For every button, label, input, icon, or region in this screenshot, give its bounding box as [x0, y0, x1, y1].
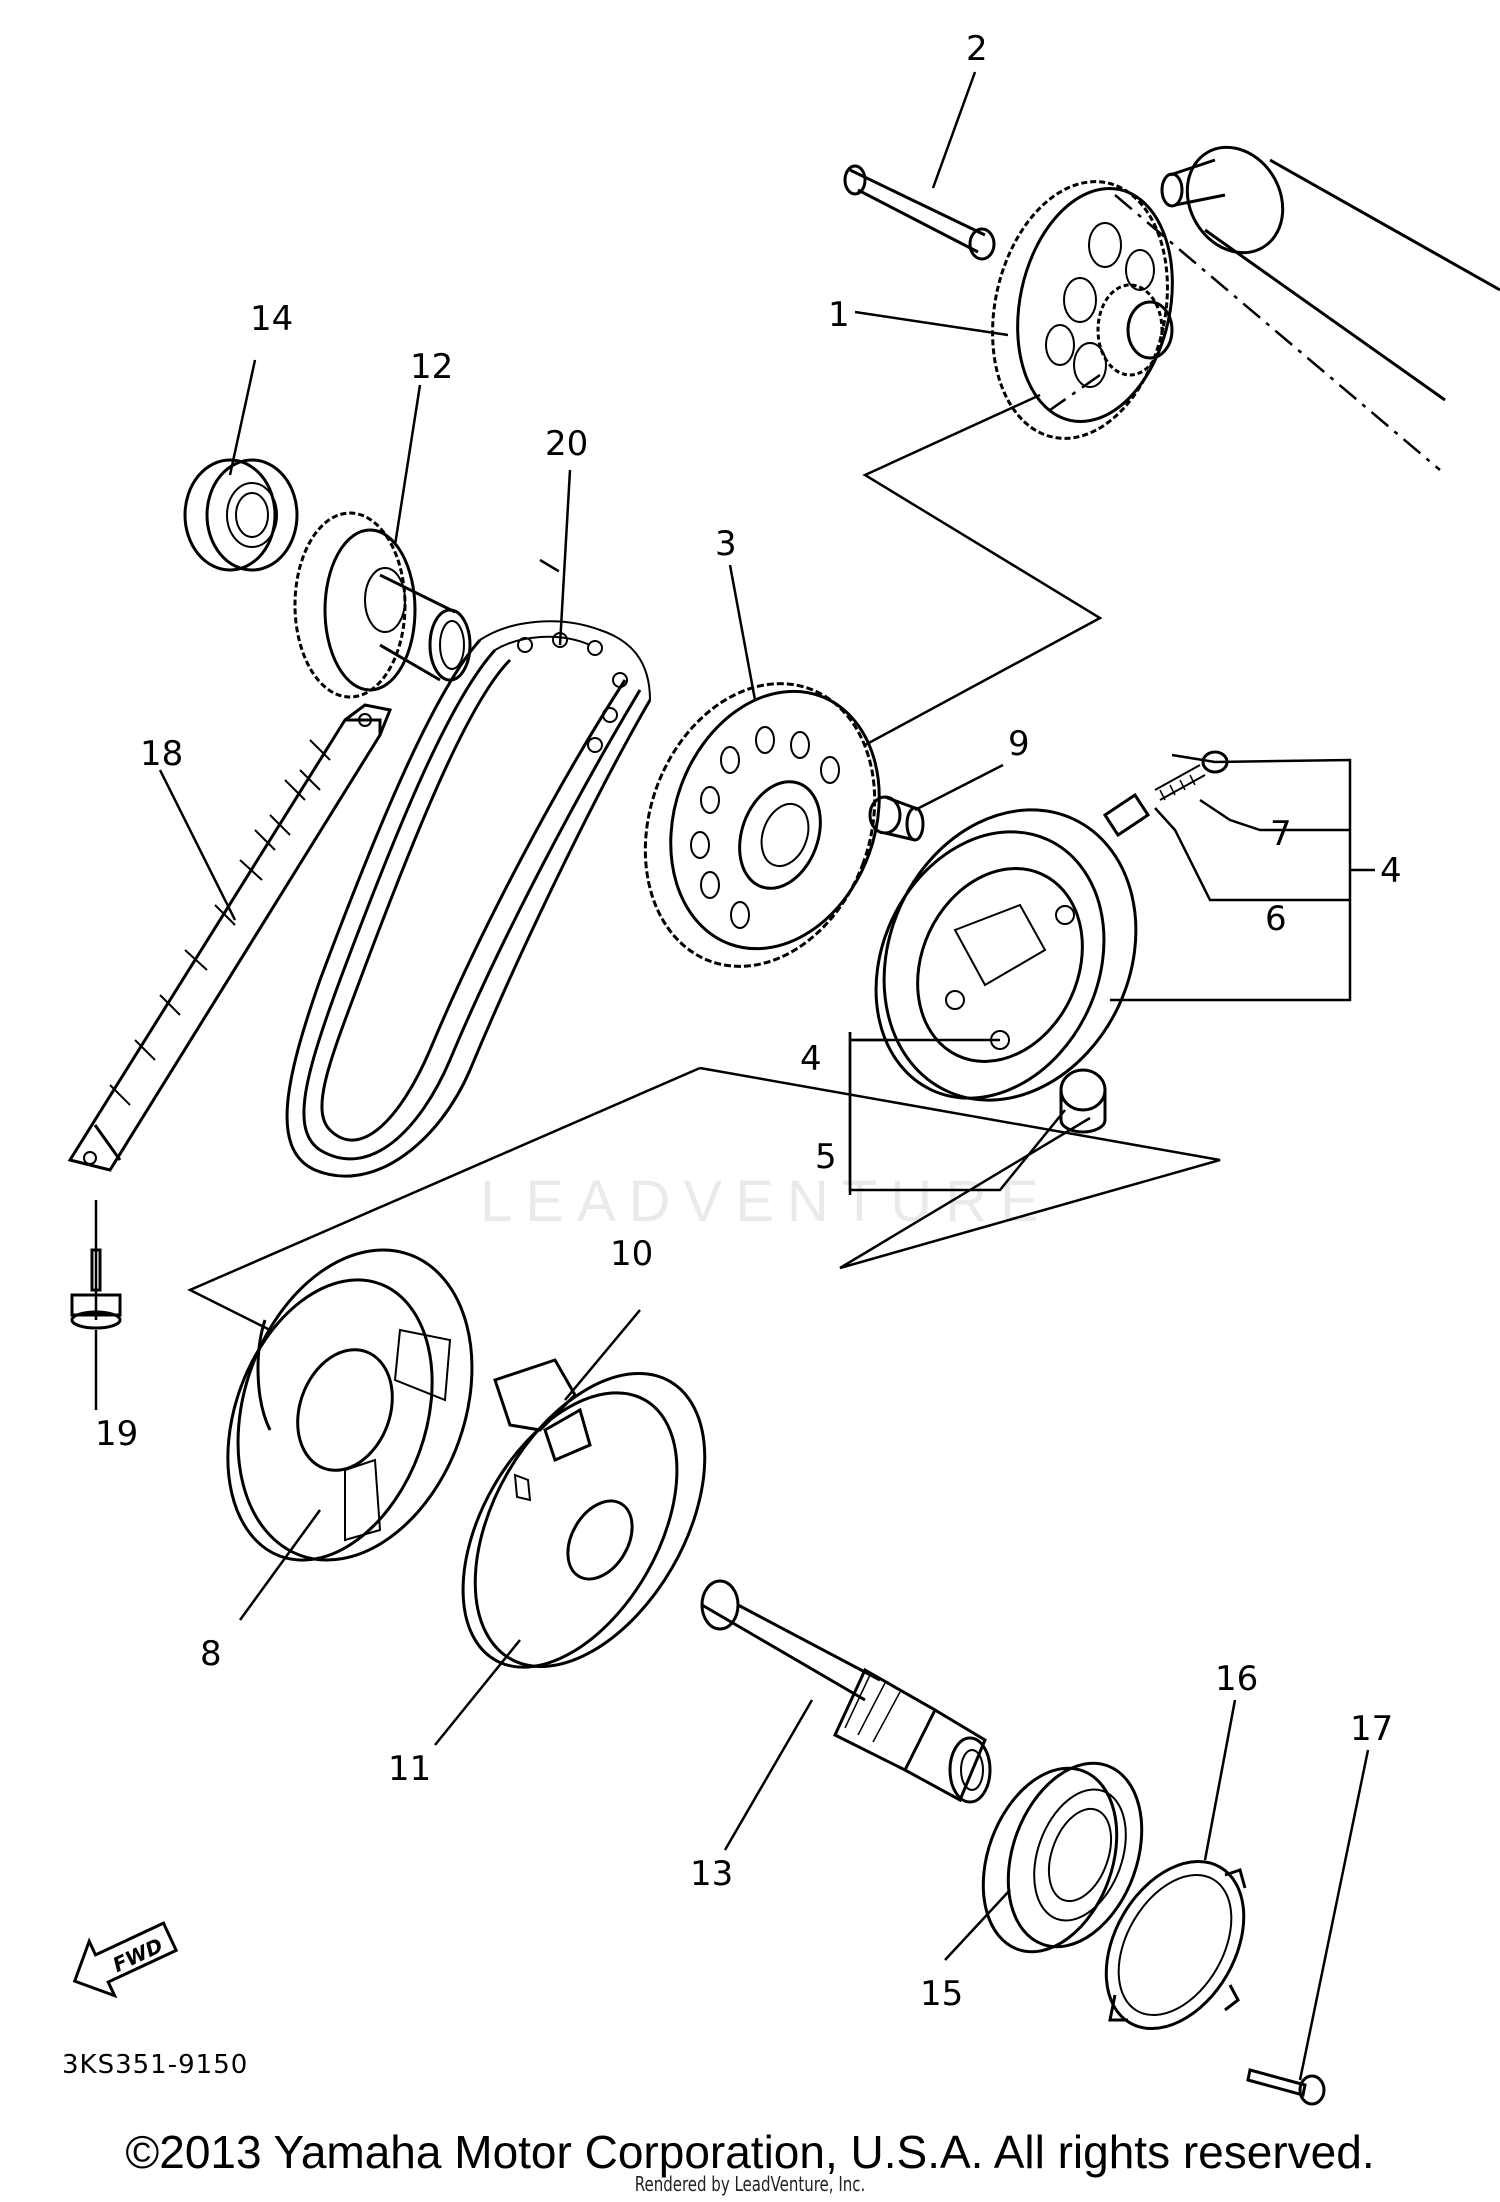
- callout-11: 11: [388, 1749, 431, 1789]
- callout-9: 9: [1008, 724, 1030, 764]
- part-1-starter-idle-gear: [991, 180, 1174, 440]
- part-11-plate: [461, 1372, 707, 1669]
- part-10-cam: [493, 1358, 592, 1463]
- callout-3: 3: [715, 524, 737, 564]
- callout-10: 10: [610, 1234, 653, 1274]
- callout-18: 18: [140, 734, 183, 774]
- callout-labels: 1 2 3 4 4 5 6 7 8 9 10 11 12 13 14 15 16…: [95, 29, 1402, 2014]
- callout-6: 6: [1265, 899, 1287, 939]
- callout-1: 1: [828, 295, 850, 335]
- part-8-clutch-housing: [226, 1248, 474, 1562]
- callout-8: 8: [200, 1634, 222, 1674]
- part-13-shaft: [700, 1579, 992, 1804]
- callout-17: 17: [1350, 1709, 1393, 1749]
- callout-20: 20: [545, 424, 588, 464]
- callout-4-clutch: 4: [800, 1039, 822, 1079]
- callout-4-group: 4: [1380, 851, 1402, 891]
- part-20-starter-chain: [285, 620, 652, 1178]
- part-2-shaft-pin: [843, 164, 996, 261]
- part-9-pin: [868, 795, 925, 842]
- callout-2: 2: [966, 29, 988, 69]
- part-4-starter-clutch: [874, 808, 1138, 1102]
- part-16-plate: [1104, 1859, 1247, 2031]
- part-3-starter-wheel-gear: [643, 682, 881, 968]
- leader-lines: [94, 71, 1375, 2081]
- fwd-arrow-icon: FWD: [72, 1921, 179, 1999]
- part-18-chain-guide: [67, 703, 393, 1172]
- part-6-roller: [1102, 792, 1151, 838]
- diagram-code: 3KS351-9150: [62, 2050, 249, 2080]
- callout-13: 13: [690, 1854, 733, 1894]
- callout-19: 19: [95, 1414, 138, 1454]
- leadventure-watermark: LEADVENTURE: [480, 1169, 1052, 1234]
- callout-5: 5: [815, 1137, 837, 1177]
- part-14-bearing: [183, 458, 299, 572]
- alignment-lines: [187, 373, 1221, 1332]
- part-17-screw: [1246, 2068, 1326, 2106]
- callout-7: 7: [1270, 814, 1292, 854]
- starter-motor-housing: [1114, 145, 1500, 471]
- fwd-label: FWD: [109, 1933, 167, 1977]
- callout-12: 12: [410, 347, 453, 387]
- callout-16: 16: [1215, 1659, 1258, 1699]
- callout-15: 15: [920, 1974, 963, 2014]
- part-15-bearing: [981, 1761, 1144, 1954]
- rendered-by-text: Rendered by LeadVenture, Inc.: [634, 2172, 866, 2196]
- part-12-gear-shaft: [293, 511, 472, 699]
- copyright-text: ©2013 Yamaha Motor Corporation, U.S.A. A…: [125, 2126, 1375, 2178]
- callout-14: 14: [250, 299, 293, 339]
